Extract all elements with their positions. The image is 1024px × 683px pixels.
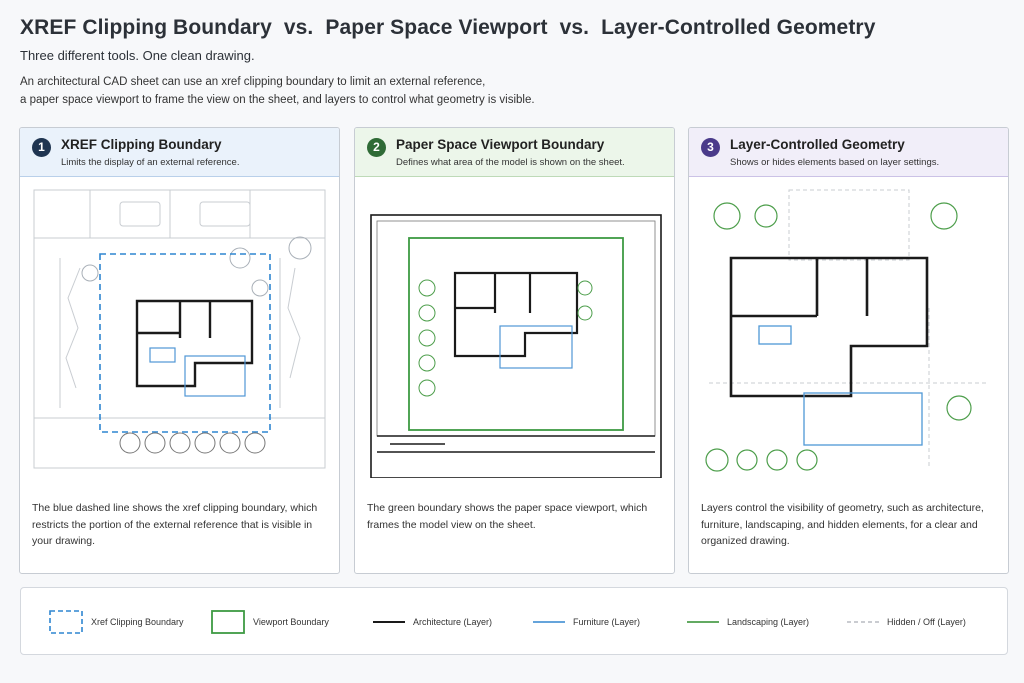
furniture <box>149 347 246 397</box>
xref-plan-drawing <box>33 189 326 469</box>
hidden-geometry <box>33 189 326 469</box>
panel-xref-clipping: 1 XREF Clipping Boundary Limits the disp… <box>19 127 340 574</box>
intro-line-2: a paper space viewport to frame the view… <box>20 94 535 106</box>
furniture <box>499 325 573 369</box>
legend-item-hidden: Hidden / Off (Layer) <box>847 588 966 656</box>
legend: Xref Clipping Boundary Viewport Boundary… <box>20 587 1008 655</box>
intro-text: An architectural CAD sheet can use an xr… <box>20 73 720 109</box>
title-part-xref: XREF Clipping Boundary <box>20 16 272 39</box>
panel-title: XREF Clipping Boundary <box>61 137 222 152</box>
legend-label: Furniture (Layer) <box>573 617 641 627</box>
step-number-badge: 3 <box>701 138 720 157</box>
xref-clip-boundary <box>99 253 271 433</box>
landscape-trees <box>705 202 972 472</box>
panel-paper-space-viewport: 2 Paper Space Viewport Boundary Defines … <box>354 127 675 574</box>
step-number-badge: 1 <box>32 138 51 157</box>
layer-plan-drawing <box>705 189 989 472</box>
legend-label: Landscaping (Layer) <box>727 617 810 627</box>
title-vs-1: vs. <box>283 16 314 39</box>
xref-boundary-swatch-icon <box>49 610 83 634</box>
panel-description: Shows or hides elements based on layer s… <box>730 157 940 168</box>
landscaping-line-swatch-icon <box>687 621 719 623</box>
title-part-viewport: Paper Space Viewport <box>325 16 548 39</box>
architecture-walls <box>453 271 579 358</box>
panel-caption: Layers control the visibility of geometr… <box>701 502 984 547</box>
panel-title: Layer-Controlled Geometry <box>730 137 905 152</box>
panel-caption: The green boundary shows the paper space… <box>367 502 648 531</box>
title-vs-2: vs. <box>559 16 590 39</box>
legend-label: Hidden / Off (Layer) <box>887 617 966 627</box>
legend-item-furniture: Furniture (Layer) <box>533 588 640 656</box>
sheet-inner-border <box>376 220 656 437</box>
legend-label: Architecture (Layer) <box>413 617 493 627</box>
panel-header: 2 Paper Space Viewport Boundary Defines … <box>355 128 674 177</box>
legend-item-landscaping: Landscaping (Layer) <box>687 588 809 656</box>
legend-item-architecture: Architecture (Layer) <box>373 588 492 656</box>
title-block <box>377 435 655 453</box>
panel-description: Defines what area of the model is shown … <box>396 157 625 168</box>
intro-line-1: An architectural CAD sheet can use an xr… <box>20 76 486 88</box>
page-title: XREF Clipping Boundary vs. Paper Space Vie… <box>20 16 875 40</box>
panel-title: Paper Space Viewport Boundary <box>396 137 605 152</box>
architecture-line-swatch-icon <box>373 621 405 623</box>
subtitle: Three different tools. One clean drawing… <box>20 48 255 63</box>
hidden-line-swatch-icon <box>847 621 879 623</box>
legend-item-xref: Xref Clipping Boundary <box>49 588 184 656</box>
architecture-walls <box>729 256 929 398</box>
panel-header: 1 XREF Clipping Boundary Limits the disp… <box>20 128 339 177</box>
sheet-border <box>370 214 662 478</box>
furniture-line-swatch-icon <box>533 621 565 623</box>
landscape-trees <box>418 279 593 397</box>
architecture-walls <box>135 299 254 388</box>
panel-description: Limits the display of an external refere… <box>61 157 240 168</box>
hidden-geometry <box>709 189 989 468</box>
legend-label: Viewport Boundary <box>253 617 329 627</box>
landscape-trees <box>119 432 266 454</box>
viewport-sheet-drawing <box>370 214 662 478</box>
title-part-layers: Layer-Controlled Geometry <box>601 16 876 39</box>
viewport-boundary <box>408 237 624 431</box>
step-number-badge: 2 <box>367 138 386 157</box>
landscape-trees-muted <box>81 236 312 297</box>
furniture <box>758 325 923 446</box>
legend-label: Xref Clipping Boundary <box>91 617 184 627</box>
panel-caption: The blue dashed line shows the xref clip… <box>32 502 318 547</box>
panel-header: 3 Layer-Controlled Geometry Shows or hid… <box>689 128 1008 177</box>
viewport-boundary-swatch-icon <box>211 610 245 634</box>
panel-layer-controlled: 3 Layer-Controlled Geometry Shows or hid… <box>688 127 1009 574</box>
legend-item-viewport: Viewport Boundary <box>211 588 329 656</box>
